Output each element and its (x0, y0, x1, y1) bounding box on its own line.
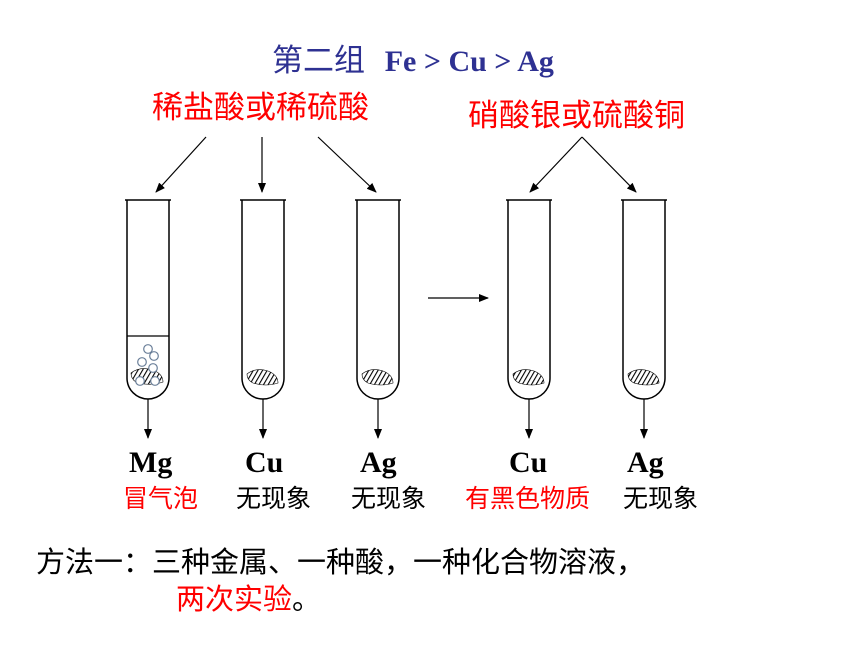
metal-label-cu-acid: Cu (245, 446, 284, 479)
metal-sample (361, 369, 394, 386)
test-tube-cu-acid (240, 199, 286, 400)
acid-reagent-label: 稀盐酸或稀硫酸 (152, 90, 369, 126)
gas-bubbles (135, 344, 160, 386)
salt-arrow-right (581, 136, 637, 193)
title-prefix: 第二组 (272, 43, 365, 79)
sentence-end: 。 (292, 582, 322, 616)
experiment-count: 两次实验。 (176, 585, 321, 614)
observation-ag-acid: 无现象 (351, 484, 427, 513)
acid-arrow-left (155, 136, 207, 193)
salt-solution-label: 硝酸银或硫酸铜 (468, 98, 685, 134)
observation-ag-salt: 无现象 (623, 484, 699, 513)
method-summary: 方法一：三种金属、一种酸，一种化合物溶液， (36, 545, 646, 579)
metal-activity-order: Fe > Cu > Ag (384, 45, 554, 78)
salt-arrow-left (529, 136, 583, 193)
slide-title: 第二组 Fe > Cu > Ag (272, 46, 554, 77)
metal-label-cu-salt: Cu (509, 446, 548, 479)
observation-cu-salt: 有黑色物质 (465, 484, 591, 513)
acid-arrow-right (317, 136, 377, 193)
metal-label-mg: Mg (129, 446, 173, 479)
observation-cu-acid: 无现象 (236, 484, 312, 513)
metal-label-ag-salt: Ag (627, 446, 664, 479)
test-tube-cu-salt (506, 199, 552, 400)
test-tube-mg (125, 199, 171, 400)
observation-mg: 冒气泡 (123, 484, 199, 513)
test-tube-ag-acid (355, 199, 401, 400)
experiment-count-text: 两次实验 (176, 582, 293, 616)
metal-label-ag-acid: Ag (360, 446, 397, 479)
metal-sample (512, 369, 545, 386)
metal-sample (627, 369, 660, 386)
test-tube-ag-salt (621, 199, 667, 400)
metal-sample (246, 369, 279, 386)
